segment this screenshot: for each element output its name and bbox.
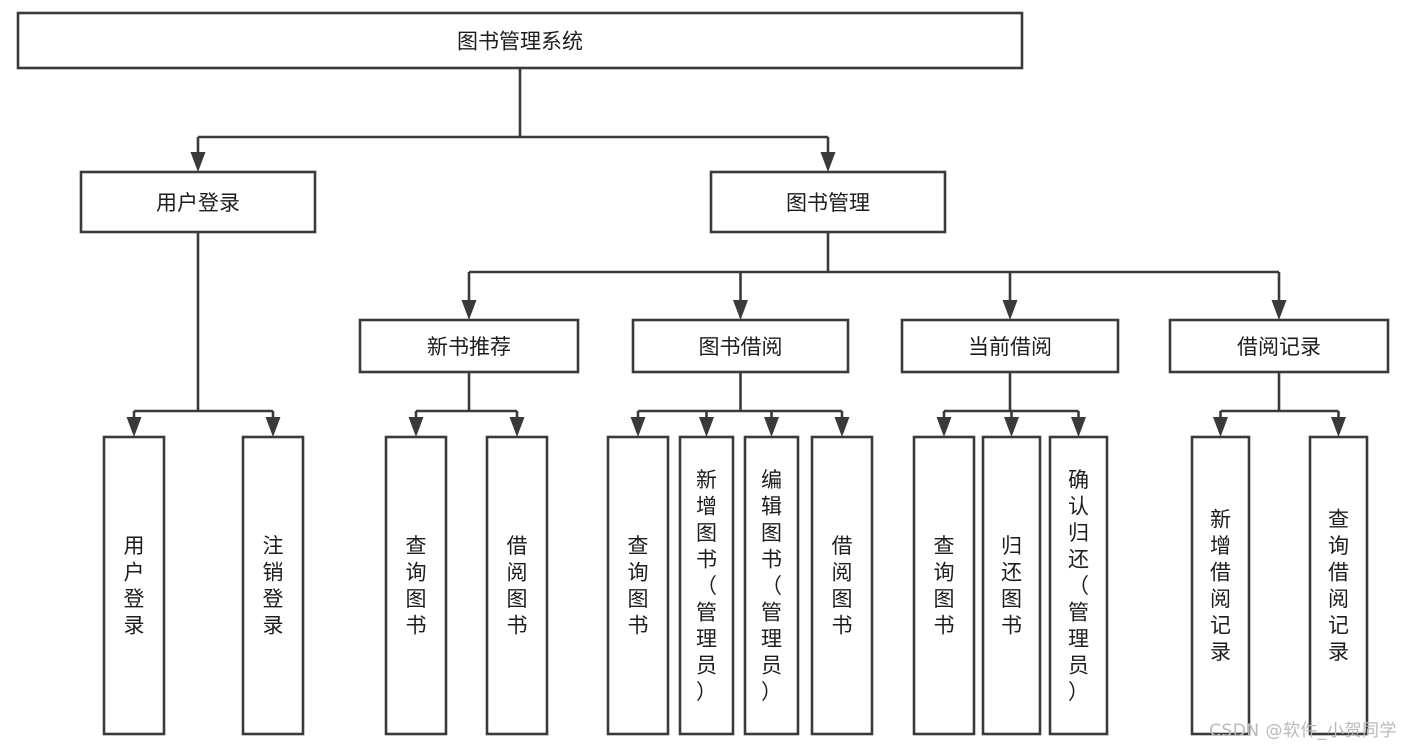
edge-book-borrow-to-bb-edit-book-admin-arrowhead [764,417,779,437]
edge-book-borrow-to-bb-add-book-admin-arrowhead [699,417,714,437]
edge-book-borrow-to-bb-borrow-book-arrowhead [834,417,850,437]
edge-bm-to-new-book-recommend-arrowhead [461,300,477,320]
node-label-book-management: 图书管理 [786,191,870,215]
edge-user-to-user-logout-action-arrowhead [265,417,281,437]
node-br-add-record[interactable]: 新增借阅记录 [1190,435,1251,736]
csdn-watermark: CSDN @软件_小贺同学 [1209,721,1397,741]
node-box-bb-edit-book-admin [743,435,800,736]
node-cb-confirm-return-admin[interactable]: 确认归还（管理员） [1048,435,1109,736]
node-bb-edit-book-admin[interactable]: 编辑图书（管理员） [743,435,800,736]
node-label-user-logout-action: 注销登录 [263,534,284,638]
node-borrow-record[interactable]: 借阅记录 [1168,318,1390,374]
node-bb-query-book[interactable]: 查询图书 [606,435,670,736]
node-box-book-borrow [631,318,850,374]
node-box-current-borrow [900,318,1120,374]
node-label-br-add-record: 新增借阅记录 [1210,508,1231,665]
node-new-book-recommend[interactable]: 新书推荐 [358,318,580,374]
node-box-root [16,11,1024,70]
edge-bm-to-borrow-record-arrowhead [1271,300,1287,320]
edge-new-book-recommend-to-nbr-query-book-arrowhead [408,417,424,437]
node-label-bb-query-book: 查询图书 [628,534,649,638]
node-label-cb-query-book: 查询图书 [934,534,955,638]
node-box-cb-confirm-return-admin [1048,435,1109,736]
edge-bm-to-current-borrow-arrowhead [1002,300,1018,320]
node-label-bb-add-book-admin: 新增图书（管理员） [696,468,717,704]
node-label-cb-return-book: 归还图书 [1001,534,1022,638]
node-label-borrow-record: 借阅记录 [1237,335,1321,359]
edge-user-to-user-login-action-arrowhead [126,417,142,437]
edge-book-borrow-to-bb-query-book-arrowhead [630,417,646,437]
node-box-nbr-borrow-book [485,435,549,736]
node-user-login-action[interactable]: 用户登录 [102,435,166,736]
edge-current-borrow-to-cb-confirm-return-admin-arrowhead [1071,417,1086,437]
node-cb-return-book[interactable]: 归还图书 [981,435,1042,736]
node-label-book-borrow: 图书借阅 [699,335,783,359]
node-label-bb-borrow-book: 借阅图书 [832,534,853,638]
node-box-user-login-action [102,435,166,736]
node-nbr-query-book[interactable]: 查询图书 [384,435,448,736]
node-box-cb-return-book [981,435,1042,736]
node-root[interactable]: 图书管理系统 [16,11,1024,70]
node-bb-add-book-admin[interactable]: 新增图书（管理员） [678,435,735,736]
node-label-user-login-action: 用户登录 [124,534,145,638]
node-user-logout-action[interactable]: 注销登录 [241,435,305,736]
node-current-borrow[interactable]: 当前借阅 [900,318,1120,374]
node-box-new-book-recommend [358,318,580,374]
node-box-bb-borrow-book [810,435,874,736]
edges-layer [126,68,1346,437]
node-book-borrow[interactable]: 图书借阅 [631,318,850,374]
node-label-user-login: 用户登录 [156,191,240,215]
node-box-br-add-record [1190,435,1251,736]
node-label-br-query-record: 查询借阅记录 [1328,508,1349,665]
node-label-new-book-recommend: 新书推荐 [427,335,511,359]
edge-bm-to-book-borrow-arrowhead [733,300,748,320]
node-box-br-query-record [1308,435,1369,736]
node-box-user-logout-action [241,435,305,736]
node-box-book-management [709,170,947,234]
node-nbr-borrow-book[interactable]: 借阅图书 [485,435,549,736]
node-label-nbr-query-book: 查询图书 [406,534,427,638]
edge-root-to-user-login-arrowhead [190,152,206,172]
node-cb-query-book[interactable]: 查询图书 [912,435,976,736]
node-box-bb-query-book [606,435,670,736]
node-box-user-login [79,170,317,234]
node-box-bb-add-book-admin [678,435,735,736]
edge-borrow-record-to-br-add-record-arrowhead [1213,417,1228,437]
node-br-query-record[interactable]: 查询借阅记录 [1308,435,1369,736]
node-box-borrow-record [1168,318,1390,374]
node-box-nbr-query-book [384,435,448,736]
edge-root-to-book-management-arrowhead [820,152,836,172]
node-book-management[interactable]: 图书管理 [709,170,947,234]
node-box-cb-query-book [912,435,976,736]
nodes-layer: 图书管理系统用户登录图书管理用户登录注销登录新书推荐查询图书借阅图书图书借阅查询… [16,11,1390,736]
node-label-cb-confirm-return-admin: 确认归还（管理员） [1068,468,1089,704]
node-label-nbr-borrow-book: 借阅图书 [507,534,528,638]
edge-borrow-record-to-br-query-record-arrowhead [1331,417,1346,437]
edge-new-book-recommend-to-nbr-borrow-book-arrowhead [509,417,525,437]
edge-current-borrow-to-cb-query-book-arrowhead [936,417,952,437]
node-bb-borrow-book[interactable]: 借阅图书 [810,435,874,736]
node-label-current-borrow: 当前借阅 [968,335,1052,359]
edge-current-borrow-to-cb-return-book-arrowhead [1004,417,1019,437]
node-label-root: 图书管理系统 [457,30,583,54]
node-label-bb-edit-book-admin: 编辑图书（管理员） [761,468,782,704]
node-user-login[interactable]: 用户登录 [79,170,317,234]
